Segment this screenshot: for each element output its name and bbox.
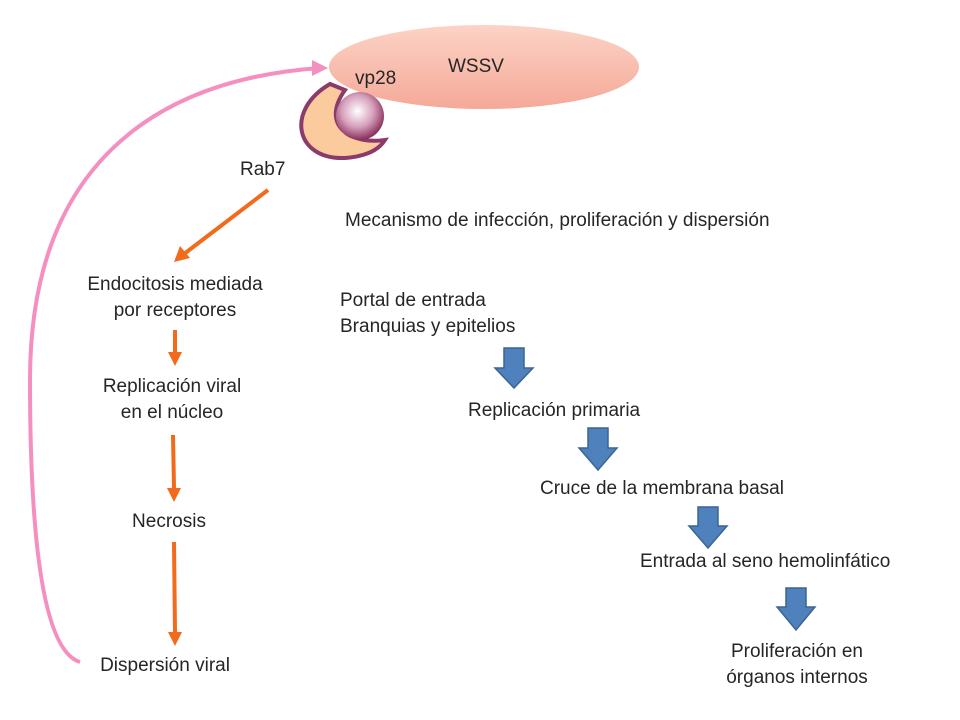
arrowhead-endocitosis-to-replicacion	[168, 352, 182, 366]
blue-arrow-3	[687, 506, 729, 550]
diagram-title: Mecanismo de infección, proliferación y …	[345, 210, 770, 231]
wssv-virion	[329, 25, 639, 109]
arrow-replicacion-to-necrosis	[171, 434, 176, 489]
reinfection-loop-arrow	[27, 66, 321, 664]
arrowhead-necrosis-to-dispersion	[168, 632, 182, 646]
rab7-label: Rab7	[240, 159, 286, 180]
portal-de-entrada: Portal de entrada Branquias y epitelios	[340, 290, 516, 337]
arrow-rab7-to-endocitosis	[182, 188, 270, 256]
arrowhead-replicacion-to-necrosis	[167, 488, 181, 502]
step-replicacion-primaria: Replicación primaria	[468, 400, 641, 421]
step-endocitosis: Endocitosis mediada por receptores	[87, 274, 263, 321]
step-necrosis: Necrosis	[132, 511, 206, 532]
arrow-necrosis-to-dispersion	[172, 541, 177, 633]
virus-name-label: WSSV	[448, 56, 504, 77]
vp28-protein-sphere	[336, 92, 384, 140]
step-replicacion-viral: Replicación viral en el núcleo	[102, 376, 242, 423]
blue-arrow-1	[493, 347, 535, 390]
blue-arrow-2	[577, 427, 619, 472]
arrowhead-rab7-to-endocitosis	[174, 246, 190, 262]
step-dispersion-viral: Dispersión viral	[100, 655, 230, 676]
blue-arrow-4	[775, 587, 817, 632]
vp28-label: vp28	[355, 68, 397, 89]
reinfection-loop-arrowhead	[312, 60, 328, 76]
step-entrada-seno: Entrada al seno hemolinfático	[640, 551, 891, 572]
step-cruce-membrana: Cruce de la membrana basal	[540, 478, 784, 499]
step-proliferacion: Proliferación en órganos internos	[726, 641, 868, 688]
